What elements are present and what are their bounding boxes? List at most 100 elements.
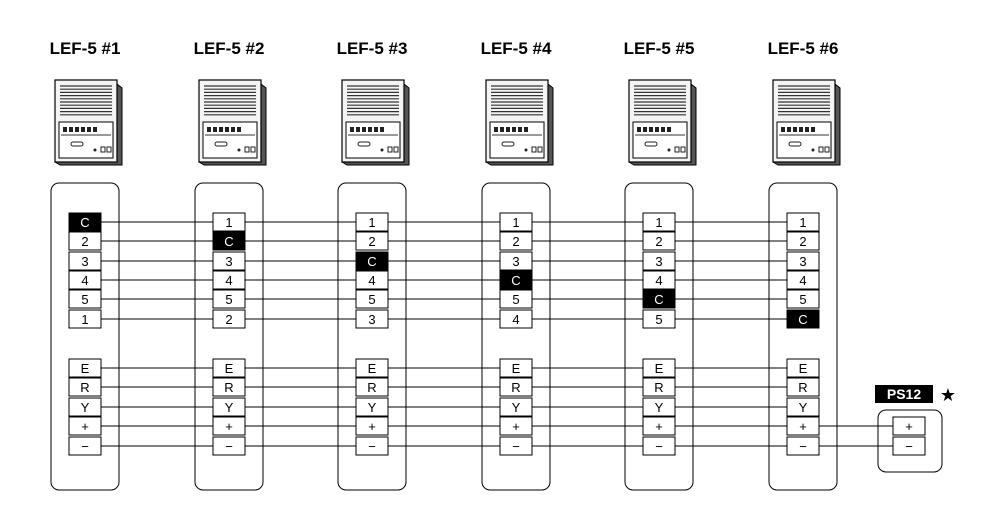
terminal-label: 5 [225, 292, 232, 307]
terminal-cell [212, 251, 246, 271]
selector-button [368, 127, 372, 132]
terminal-cell [355, 251, 389, 271]
control-panel [489, 121, 545, 159]
selector-button [207, 127, 211, 132]
terminal-cell [212, 377, 246, 397]
indicator-dot [667, 148, 671, 152]
terminal-cell [642, 397, 676, 417]
terminal-cell [68, 358, 102, 378]
key-button [674, 146, 680, 153]
selector-button [805, 127, 809, 132]
control-panel [58, 121, 114, 159]
terminal-cell [212, 416, 246, 436]
terminal-board [337, 182, 407, 491]
terminal-cell [499, 289, 533, 309]
terminal-label: Y [512, 400, 521, 415]
selector-button [75, 127, 79, 132]
terminal-cell [68, 231, 102, 251]
terminal-cell [212, 309, 246, 329]
terminal-label: C [798, 312, 807, 327]
terminal-label: Y [368, 400, 377, 415]
terminal-cell [892, 416, 926, 436]
terminal-cell [355, 436, 389, 456]
terminal-cell [68, 251, 102, 271]
terminal: C [786, 309, 820, 329]
terminal-cell [355, 416, 389, 436]
terminal-cell [355, 397, 389, 417]
terminal-cell [642, 377, 676, 397]
terminal: E [68, 358, 102, 378]
key-button [537, 146, 543, 153]
talk-button [70, 141, 84, 147]
key-button [531, 146, 537, 153]
selector-button [63, 127, 67, 132]
terminal: + [499, 416, 533, 436]
terminal: 4 [355, 270, 389, 290]
terminal-label: 5 [81, 292, 88, 307]
terminal: + [786, 416, 820, 436]
talk-button [501, 141, 515, 147]
selector-button [356, 127, 360, 132]
terminal-cell [355, 377, 389, 397]
selector-button [793, 127, 797, 132]
terminal-cell [642, 212, 676, 232]
unit-label: LEF-5 #3 [337, 39, 408, 58]
terminal-label: 2 [512, 234, 519, 249]
terminal-label: + [512, 419, 520, 434]
terminal-cell [68, 289, 102, 309]
terminal-cell [499, 416, 533, 436]
talk-button [788, 141, 802, 147]
terminal-label: C [80, 215, 89, 230]
terminal-label: 2 [368, 234, 375, 249]
terminal-label: C [224, 234, 233, 249]
intercom-station-icon [628, 79, 697, 166]
ps12-label: PS12 [887, 386, 921, 402]
terminal-label: 1 [225, 215, 232, 230]
key-button [393, 146, 399, 153]
terminal-label: E [368, 361, 377, 376]
terminal-cell [642, 251, 676, 271]
terminal-label: 3 [225, 254, 232, 269]
talk-button [644, 141, 658, 147]
unit-label: LEF-5 #1 [50, 39, 121, 58]
indicator-dot [237, 148, 241, 152]
terminal-label: E [512, 361, 521, 376]
terminal-cell [212, 358, 246, 378]
terminal-label: 1 [655, 215, 662, 230]
terminal: 3 [642, 251, 676, 271]
terminal: 2 [355, 231, 389, 251]
terminal-label: + [225, 419, 233, 434]
terminal: C [499, 270, 533, 290]
terminal: 1 [68, 309, 102, 329]
selector-button [655, 127, 659, 132]
terminal: R [642, 377, 676, 397]
terminal-label: + [81, 419, 89, 434]
terminal: E [355, 358, 389, 378]
terminal: Y [786, 397, 820, 417]
selector-button [213, 127, 217, 132]
terminal-label: 3 [655, 254, 662, 269]
terminal: R [68, 377, 102, 397]
terminal: R [212, 377, 246, 397]
terminal: 3 [212, 251, 246, 271]
terminal: E [212, 358, 246, 378]
terminal: 1 [642, 212, 676, 232]
terminal-cell [786, 251, 820, 271]
key-button [244, 146, 250, 153]
terminal: 4 [786, 270, 820, 290]
selector-button [231, 127, 235, 132]
selector-button [787, 127, 791, 132]
terminal-cell [642, 436, 676, 456]
key-button [824, 146, 830, 153]
terminal: − [68, 436, 102, 456]
terminal-label: E [655, 361, 664, 376]
terminal-cell [499, 309, 533, 329]
terminal-cell [642, 289, 676, 309]
unit-label: LEF-5 #6 [768, 39, 839, 58]
terminal: 3 [786, 251, 820, 271]
selector-button [494, 127, 498, 132]
terminal-label: + [655, 419, 663, 434]
